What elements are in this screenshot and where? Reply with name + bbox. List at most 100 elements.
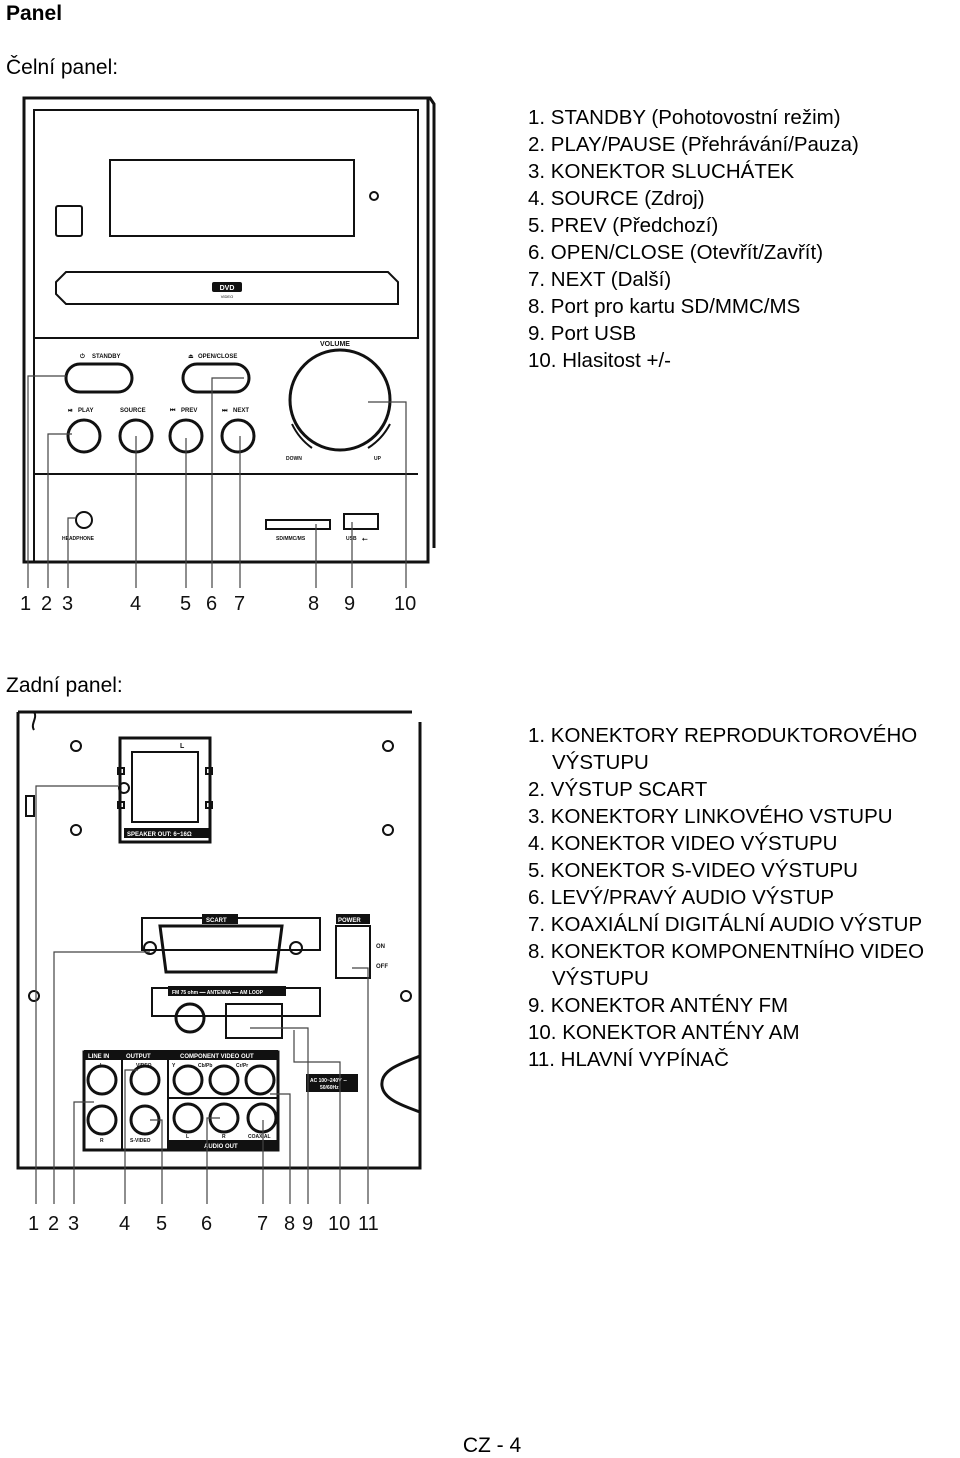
line-in-l-label: L [100, 1063, 103, 1069]
prev-icon: ⏮ [170, 408, 176, 414]
fm-antenna-connector [174, 1002, 206, 1034]
front-panel-legend: 1. STANDBY (Pohotovostní režim) 2. PLAY/… [528, 104, 859, 374]
frame-wave [31, 711, 37, 731]
component-cb-jack [208, 1064, 240, 1096]
rear-callout-5: 5 [156, 1213, 167, 1235]
front-legend-item: 3. KONEKTOR SLUCHÁTEK [528, 160, 795, 183]
front-legend-item: 9. Port USB [528, 322, 637, 345]
standby-button [64, 362, 134, 394]
front-legend-item: 8. Port pro kartu SD/MMC/MS [528, 295, 801, 318]
component-y-jack [172, 1064, 204, 1096]
rear-legend-item: 9. KONEKTOR ANTÉNY FM [528, 994, 789, 1017]
open-close-label: OPEN/CLOSE [198, 354, 237, 360]
speaker-terminal-inner [131, 751, 199, 823]
am-loop-connector [225, 1003, 283, 1039]
display-window [109, 159, 355, 237]
screw-hole [382, 824, 394, 836]
rear-body-frame [16, 710, 422, 1170]
video-out-jack [129, 1064, 161, 1096]
speaker-l-label: L [180, 743, 185, 750]
rear-legend-item: 3. KONEKTORY LINKOVÉHO VSTUPU [528, 805, 893, 828]
off-label: OFF [376, 964, 388, 970]
s-video-label: S-VIDEO [130, 1138, 151, 1144]
front-legend-item: 4. SOURCE (Zdroj) [528, 187, 705, 210]
ac-label: AC 100~240V ∼ [310, 1078, 347, 1084]
rear-callouts: 1 2 3 4 5 6 7 8 9 10 11 [28, 1213, 379, 1235]
volume-arc-right [367, 423, 391, 449]
sd-card-slot [265, 519, 331, 530]
scart-label: SCART [206, 918, 227, 924]
line-in-label: LINE IN [88, 1054, 109, 1060]
speaker-clip [117, 767, 125, 775]
rear-panel-legend: 1. KONEKTORY REPRODUKTOROVÉHO VÝSTUPU 2.… [528, 722, 960, 1073]
front-panel-diagram: DVD VIDEO STANDBY ⏻ OPEN/CLOSE ⏏ VOLUME … [20, 96, 436, 615]
speaker-out-label: SPEAKER OUT: 6~16Ω [127, 832, 192, 838]
antenna-label: FM 75 ohm ━━ ANTENNA ━━ AM LOOP [172, 990, 264, 996]
speaker-clip [205, 801, 213, 809]
label-bars [84, 828, 370, 1150]
front-legend-item: 1. STANDBY (Pohotovostní režim) [528, 106, 841, 129]
front-callout-3: 3 [62, 593, 73, 615]
next-label: NEXT [233, 408, 249, 414]
next-icon: ⏭ [222, 408, 228, 414]
disc-slot [55, 271, 399, 305]
usb-port [343, 513, 379, 530]
speaker-clip [205, 767, 213, 775]
front-callout-8: 8 [308, 593, 319, 615]
rear-callout-3: 3 [68, 1213, 79, 1235]
play-label: PLAY [78, 408, 93, 414]
front-callout-2: 2 [41, 593, 52, 615]
dvd-logo-subtext: VIDEO [221, 294, 233, 299]
scart-connector [158, 924, 284, 974]
volume-knob [288, 348, 392, 452]
y-label: Y [172, 1063, 176, 1069]
play-pause-icon: ⏯ [68, 408, 73, 414]
rear-callout-10: 10 [328, 1213, 350, 1235]
scart-screw [289, 941, 303, 955]
video-label: VIDEO [136, 1063, 152, 1069]
front-callout-7: 7 [234, 593, 245, 615]
page-number: CZ - 4 [462, 1434, 522, 1457]
screw-hole [400, 990, 412, 1002]
sd-label: SD/MMC/MS [276, 536, 306, 542]
cb-label: Cb/Pb [198, 1063, 212, 1069]
rear-callout-4: 4 [119, 1213, 130, 1235]
rear-callout-11: 11 [358, 1213, 379, 1235]
screw-hole [70, 740, 82, 752]
speaker-terminal-block [118, 736, 212, 844]
source-label: SOURCE [120, 408, 146, 414]
screw-hole [70, 824, 82, 836]
rear-legend-item: 6. LEVÝ/PRAVÝ AUDIO VÝSTUP [528, 886, 835, 909]
rear-callout-7: 7 [257, 1213, 268, 1235]
power-label: POWER [338, 918, 361, 924]
headphone-label: HEADPHONE [62, 536, 95, 542]
volume-up-label: UP [374, 456, 382, 462]
rear-panel-heading: Zadní panel: [6, 674, 123, 697]
scart-frame [141, 917, 321, 951]
dvd-logo: DVD VIDEO [212, 282, 242, 299]
standby-led [369, 191, 379, 201]
front-leader-lines [27, 375, 407, 588]
front-callouts: 1 2 3 4 5 6 7 8 9 10 [20, 593, 416, 615]
rear-callout-6: 6 [201, 1213, 212, 1235]
front-body-frame [22, 96, 430, 564]
hz-label: 50/60Hz [320, 1085, 339, 1091]
line-in-r-jack [86, 1104, 118, 1136]
cr-label: Cr/Pr [236, 1063, 248, 1069]
line-in-l-jack [86, 1064, 118, 1096]
rear-leader-lines [35, 785, 369, 1204]
coaxial-jack [246, 1102, 278, 1134]
front-callout-4: 4 [130, 593, 141, 615]
front-callout-1: 1 [20, 593, 31, 615]
front-legend-item: 2. PLAY/PAUSE (Přehrávání/Pauza) [528, 133, 859, 156]
power-cord-notch [380, 1054, 421, 1114]
audio-out-l-jack [172, 1102, 204, 1134]
speaker-terminal [118, 782, 130, 794]
rear-legend-item: 2. VÝSTUP SCART [528, 778, 708, 801]
standby-label: STANDBY [92, 354, 121, 360]
volume-label: VOLUME [320, 341, 350, 348]
coaxial-label: COAXIAL [248, 1134, 271, 1140]
play-button [66, 418, 102, 454]
front-callout-10: 10 [394, 593, 416, 615]
